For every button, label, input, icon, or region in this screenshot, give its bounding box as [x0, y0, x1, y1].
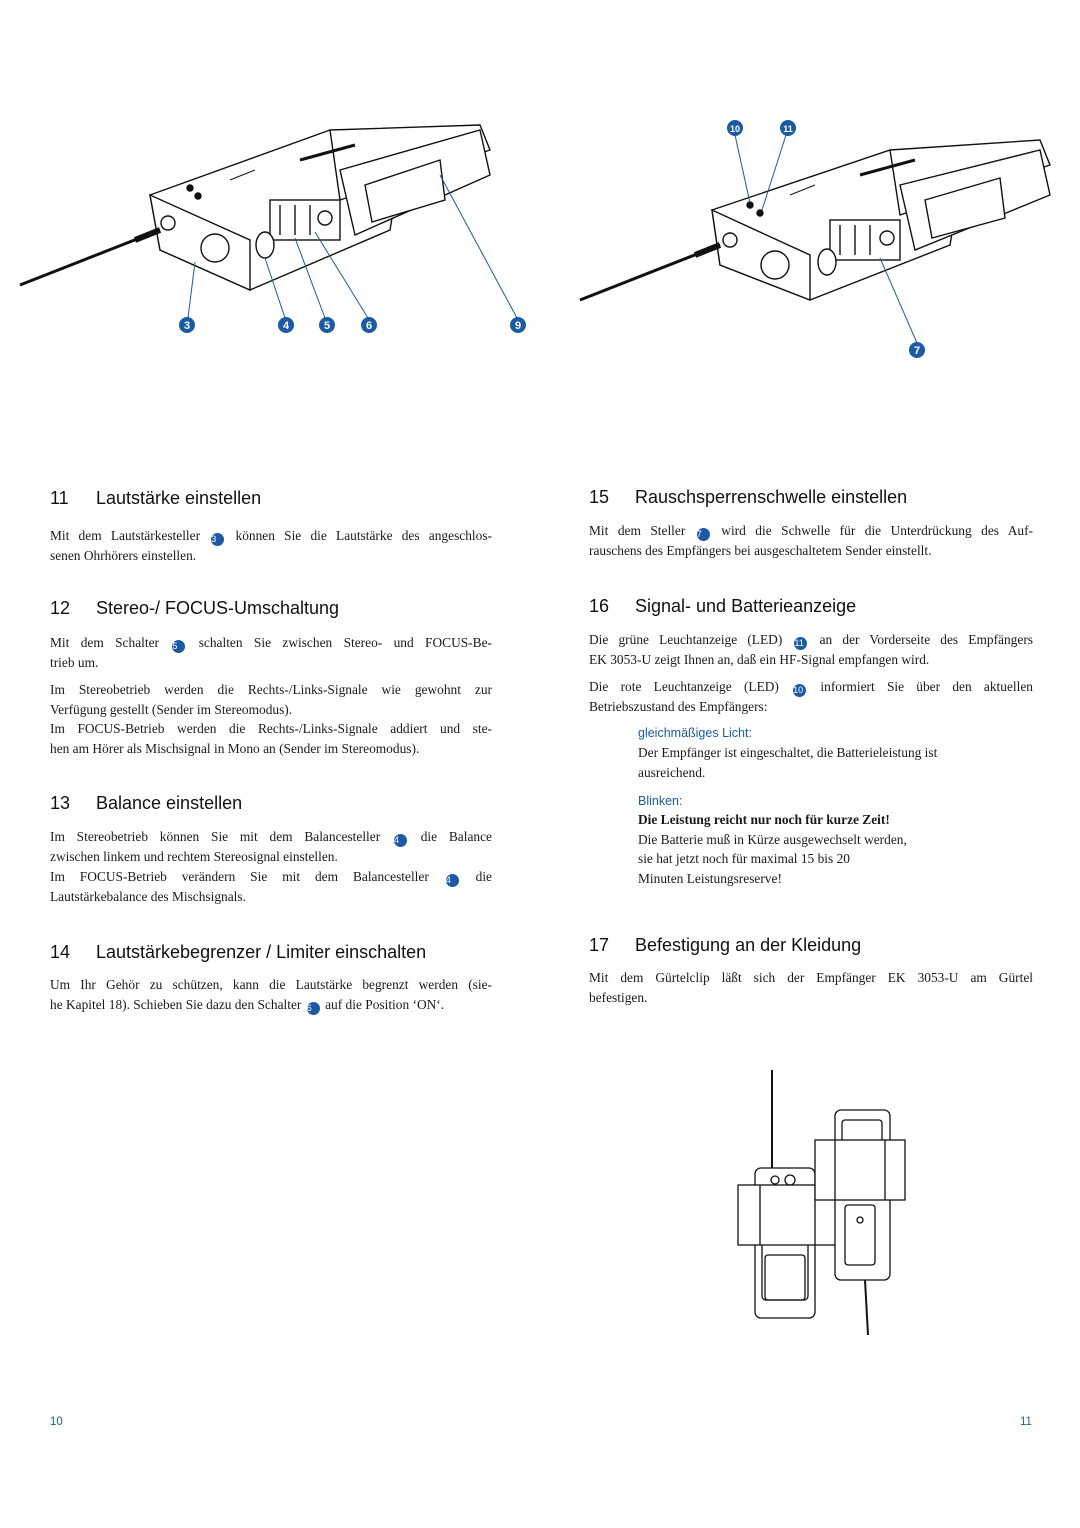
section-paragraph: Die rote Leuchtanzeige (LED) 10 informie…	[589, 679, 1033, 714]
section-paragraph: Mit dem Gürtelclip läßt sich der Empfäng…	[589, 970, 1033, 1005]
section-paragraph: Im Stereobetrieb werden die Rechts-/Link…	[50, 682, 492, 756]
belt-clip-illustration	[737, 1070, 906, 1336]
page-number-left: 10	[50, 1416, 63, 1428]
reference-badge: 7	[696, 528, 710, 541]
section-paragraph: Mit dem Schalter 5 schalten Sie zwischen…	[50, 635, 492, 670]
callout-3: 3	[184, 320, 190, 332]
callout-5: 5	[324, 320, 330, 332]
blink-label: Blinken:	[638, 794, 683, 808]
reference-badge: 6	[306, 1001, 320, 1015]
reference-badge: 4	[445, 873, 459, 887]
steady-light-label: gleichmäßiges Licht:	[638, 726, 752, 740]
receiver-illustration-right	[579, 134, 1051, 344]
reference-badge: 5	[172, 640, 186, 653]
section-paragraph: Mit dem Lautstärkesteller 3 können Sie d…	[50, 528, 493, 563]
reference-badge: 11	[794, 637, 808, 650]
section-paragraph: Im Stereobetrieb können Sie mit dem Bala…	[50, 829, 492, 904]
callout-4: 4	[283, 320, 290, 332]
steady-light-text: Der Empfänger ist eingeschaltet, die Bat…	[638, 745, 938, 780]
reference-badge: 10	[793, 684, 807, 697]
callouts-left: 3 4 5 6 9	[179, 317, 526, 333]
callouts-right: 10 11 7	[727, 120, 925, 358]
callout-11: 11	[783, 124, 793, 134]
blink-text: Die Leistung reicht nur noch für kurze Z…	[638, 812, 907, 886]
reference-badge: 4	[393, 834, 407, 847]
blink-warning: Die Leistung reicht nur noch für kurze Z…	[638, 812, 890, 827]
callout-9: 9	[515, 320, 521, 332]
section-paragraph: Um Ihr Gehör zu schützen, kann die Lauts…	[50, 977, 492, 1015]
section-paragraph: Die grüne Leuchtanzeige (LED) 11 an der …	[589, 632, 1033, 667]
section-paragraph: Mit dem Steller 7 wird die Schwelle für …	[589, 523, 1033, 558]
receiver-illustration-left	[19, 124, 518, 319]
callout-6: 6	[366, 320, 372, 332]
page-number-right: 11	[1020, 1416, 1032, 1428]
reference-badge: 3	[211, 533, 225, 546]
callout-10: 10	[730, 124, 740, 134]
callout-7: 7	[914, 345, 920, 357]
